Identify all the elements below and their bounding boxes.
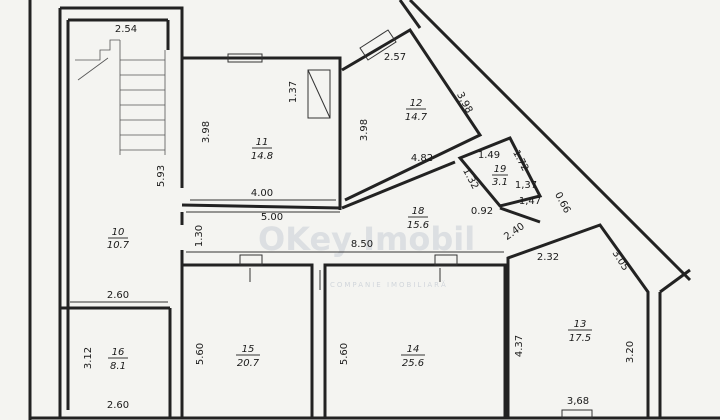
- dimension: 5.00: [261, 212, 283, 223]
- dimension: 5.60: [339, 343, 350, 365]
- dimension: 3.98: [359, 119, 370, 141]
- dimension: 2.60: [107, 290, 129, 301]
- room-id: 12: [410, 98, 423, 109]
- dimension: 3.12: [83, 347, 94, 369]
- dimension: 2.32: [537, 252, 559, 263]
- dimension: 0.92: [471, 206, 493, 217]
- dimension: 4.37: [514, 335, 525, 357]
- room-id: 16: [112, 347, 125, 358]
- room-id: 14: [407, 344, 420, 355]
- dimension: 1.30: [194, 225, 205, 247]
- room-id: 18: [412, 206, 425, 217]
- dimension: 1.37: [288, 81, 299, 103]
- dimension: 2.54: [115, 24, 137, 35]
- watermark: OKey Imobil COMPANIE IMOBILIARĂ: [258, 220, 475, 289]
- room-area: 14.7: [405, 112, 428, 123]
- dimension: 2.40: [502, 221, 527, 243]
- dimension: 2.60: [107, 400, 129, 411]
- dimension: 3.98: [201, 121, 212, 143]
- dimension: 1.49: [478, 150, 500, 161]
- room-area: 10.7: [107, 240, 130, 251]
- dimension: 3,68: [567, 396, 589, 407]
- dimension: 5.60: [195, 343, 206, 365]
- room-id: 10: [112, 227, 125, 238]
- room-area: 14.8: [251, 151, 273, 162]
- dimension: 5.93: [156, 165, 167, 187]
- dimension: 1.32: [460, 166, 480, 191]
- watermark-tagline: COMPANIE IMOBILIARĂ: [330, 280, 448, 289]
- room-area: 8.1: [110, 361, 126, 372]
- room-id: 15: [242, 344, 255, 355]
- dimension: 0.66: [552, 190, 572, 215]
- room-area: 25.6: [402, 358, 424, 369]
- dimension: 4.00: [251, 188, 273, 199]
- room-area: 15.6: [407, 220, 429, 231]
- dimension: 1,47: [519, 196, 541, 207]
- dimension: 4.82: [411, 153, 433, 164]
- dimension: 2.57: [384, 52, 406, 63]
- dimension: 3.20: [625, 341, 636, 363]
- room-area: 20.7: [237, 358, 260, 369]
- room-id: 19: [494, 164, 507, 175]
- room-id: 11: [256, 137, 269, 148]
- dimension: 1,37: [515, 180, 537, 191]
- dimension: 3.05: [610, 248, 631, 273]
- room-area: 3.1: [492, 177, 508, 188]
- room-labels: 11 14.8 12 14.7 19 3.1 18 15.6 10 10.7 1…: [107, 98, 592, 372]
- room-id: 13: [574, 319, 587, 330]
- outer-walls: [28, 0, 720, 420]
- dimension: 1.72: [510, 148, 530, 173]
- room-area: 17.5: [569, 333, 591, 344]
- staircase: [75, 39, 166, 155]
- dimension: 8.50: [351, 239, 373, 250]
- dimension-labels: 2.54 5.93 2.60 3.12 2.60 1.37 3.98 4.00 …: [70, 24, 636, 411]
- windows: [227, 29, 593, 419]
